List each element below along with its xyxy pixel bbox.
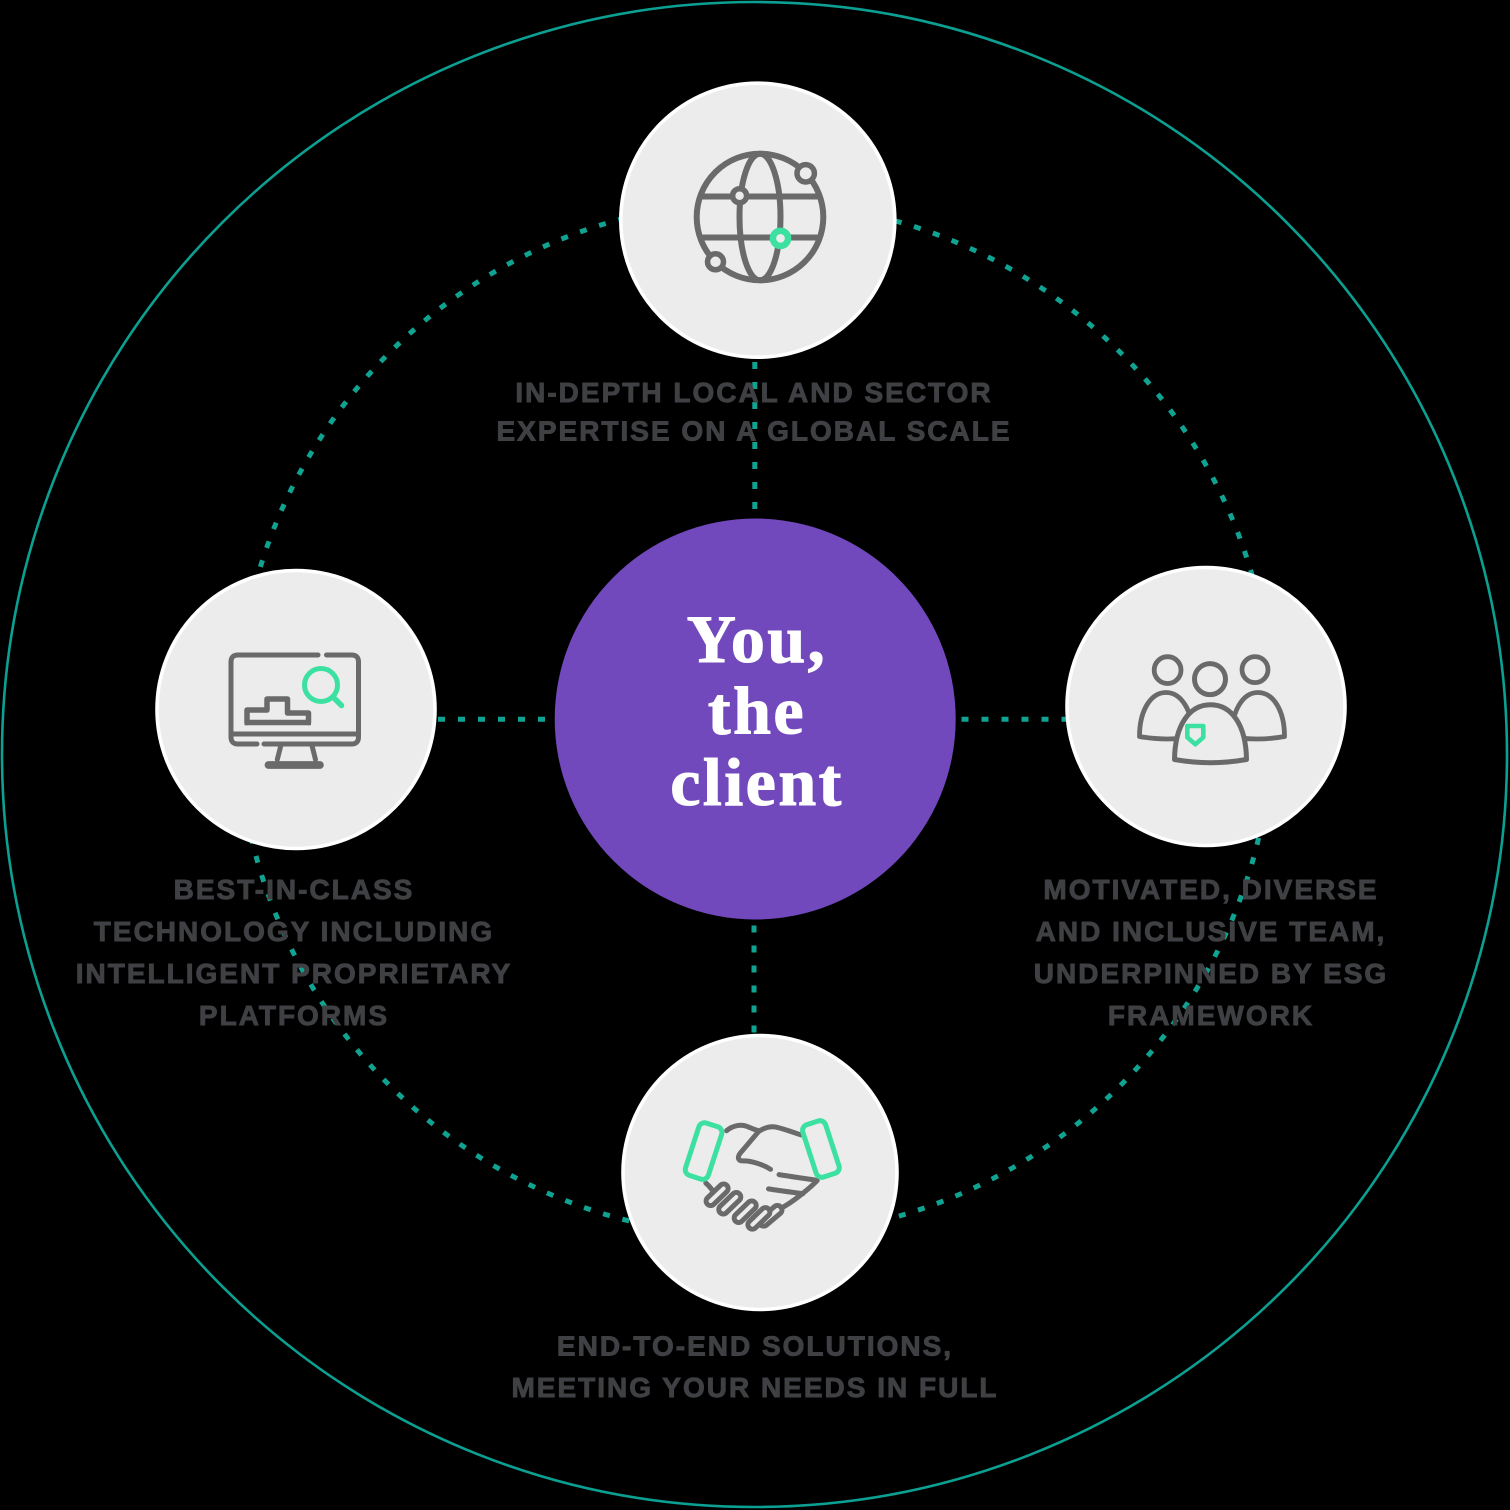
- svg-text:client: client: [670, 744, 844, 820]
- svg-text:AND INCLUSIVE TEAM,: AND INCLUSIVE TEAM,: [1036, 916, 1387, 947]
- svg-text:INTELLIGENT PROPRIETARY: INTELLIGENT PROPRIETARY: [76, 958, 512, 989]
- svg-text:UNDERPINNED BY ESG: UNDERPINNED BY ESG: [1034, 958, 1388, 989]
- svg-text:PLATFORMS: PLATFORMS: [199, 1000, 389, 1031]
- svg-text:BEST-IN-CLASS: BEST-IN-CLASS: [174, 874, 415, 905]
- svg-text:the: the: [708, 673, 806, 749]
- svg-text:IN-DEPTH LOCAL AND SECTOR: IN-DEPTH LOCAL AND SECTOR: [515, 377, 992, 408]
- svg-text:TECHNOLOGY INCLUDING: TECHNOLOGY INCLUDING: [94, 916, 494, 947]
- svg-text:You,: You,: [687, 601, 827, 677]
- svg-text:MOTIVATED, DIVERSE: MOTIVATED, DIVERSE: [1043, 874, 1378, 905]
- svg-text:MEETING YOUR NEEDS IN FULL: MEETING YOUR NEEDS IN FULL: [511, 1372, 998, 1403]
- svg-text:END-TO-END SOLUTIONS,: END-TO-END SOLUTIONS,: [557, 1331, 953, 1362]
- svg-text:EXPERTISE ON A GLOBAL SCALE: EXPERTISE ON A GLOBAL SCALE: [496, 416, 1011, 447]
- svg-text:FRAMEWORK: FRAMEWORK: [1108, 1000, 1314, 1031]
